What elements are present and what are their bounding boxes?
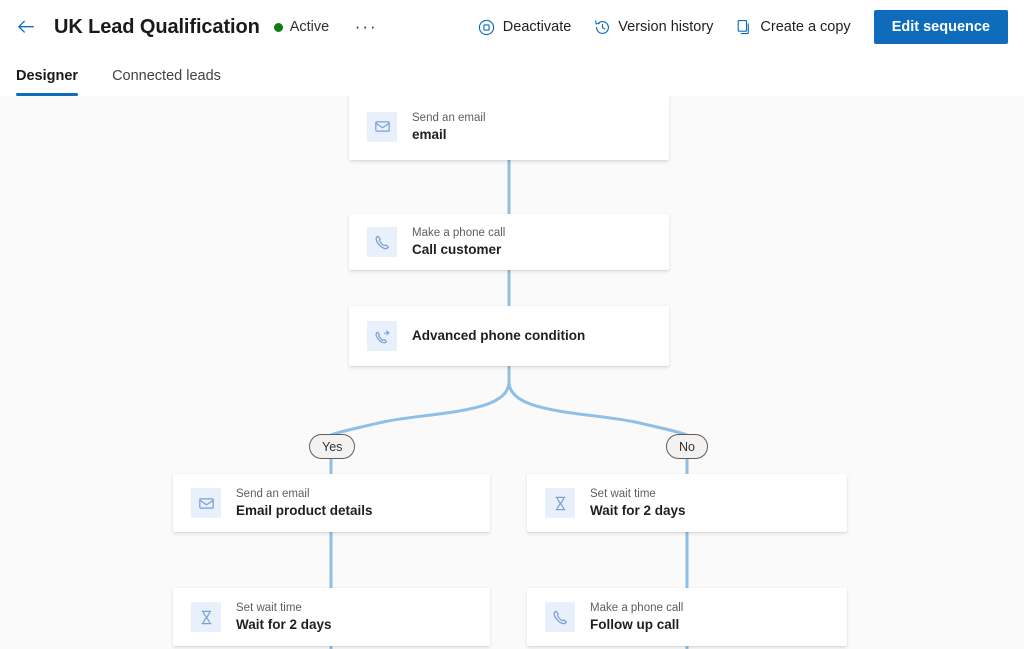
page-title: UK Lead Qualification [54,15,260,38]
node-title: Email product details [236,503,373,518]
phone-condition-icon [367,321,397,351]
node-subtitle: Make a phone call [590,602,684,614]
copy-icon [735,18,753,36]
node-advanced-phone-condition[interactable]: Advanced phone condition [349,306,669,366]
arrow-left-icon [16,17,36,37]
node-subtitle: Set wait time [236,602,302,614]
edit-sequence-button[interactable]: Edit sequence [873,10,1008,44]
deactivate-icon [478,18,496,36]
command-bar: UK Lead Qualification Active ··· Deactiv… [0,0,1024,54]
node-text: Set wait time Wait for 2 days [236,601,332,633]
status-label: Active [289,19,330,35]
node-title: Wait for 2 days [236,617,332,632]
tab-strip: Designer Connected leads [0,54,1024,96]
node-text: Set wait time Wait for 2 days [590,487,686,519]
node-text: Make a phone call Follow up call [590,601,683,633]
node-title: Follow up call [590,617,680,632]
branch-pill-no[interactable]: No [666,434,708,459]
deactivate-button[interactable]: Deactivate [469,10,581,44]
node-follow-up-call[interactable]: Make a phone call Follow up call [527,588,847,646]
node-text: Send an email Email product details [236,487,373,519]
node-subtitle: Send an email [236,488,310,500]
node-subtitle: Make a phone call [412,227,506,239]
phone-icon [545,602,575,632]
node-text: Make a phone call Call customer [412,226,505,258]
node-wait-left[interactable]: Set wait time Wait for 2 days [173,588,490,646]
version-history-button[interactable]: Version history [584,10,722,44]
tab-designer[interactable]: Designer [16,56,88,96]
node-title: Advanced phone condition [412,328,586,343]
back-button[interactable] [10,11,42,43]
node-title: Call customer [412,242,502,257]
node-email-product-details[interactable]: Send an email Email product details [173,474,490,532]
node-subtitle: Send an email [412,111,486,124]
node-subtitle: Set wait time [590,488,656,500]
node-text: Advanced phone condition [412,327,585,345]
version-history-icon [593,18,611,36]
status-dot-icon [273,22,283,32]
node-call-customer[interactable]: Make a phone call Call customer [349,214,669,270]
tab-connected-leads[interactable]: Connected leads [112,68,221,84]
email-icon [191,488,221,518]
node-title: email [412,126,447,142]
overflow-menu-button[interactable]: ··· [354,16,378,36]
connector-edges [329,158,689,649]
node-send-email-top[interactable]: Send an email email [349,96,669,160]
designer-canvas[interactable]: Send an email email Make a phone call Ca… [0,96,1024,649]
create-a-copy-button[interactable]: Create a copy [726,10,859,44]
create-a-copy-label: Create a copy [760,19,851,35]
status-badge: Active [273,19,330,35]
hourglass-icon [545,488,575,518]
phone-icon [367,227,397,257]
deactivate-label: Deactivate [502,19,572,35]
branch-pill-yes[interactable]: Yes [309,434,356,459]
version-history-label: Version history [618,19,714,35]
email-icon [367,111,397,142]
node-wait-right[interactable]: Set wait time Wait for 2 days [527,474,847,532]
node-text: Send an email email [412,111,486,143]
hourglass-icon [191,602,221,632]
node-title: Wait for 2 days [590,503,686,518]
